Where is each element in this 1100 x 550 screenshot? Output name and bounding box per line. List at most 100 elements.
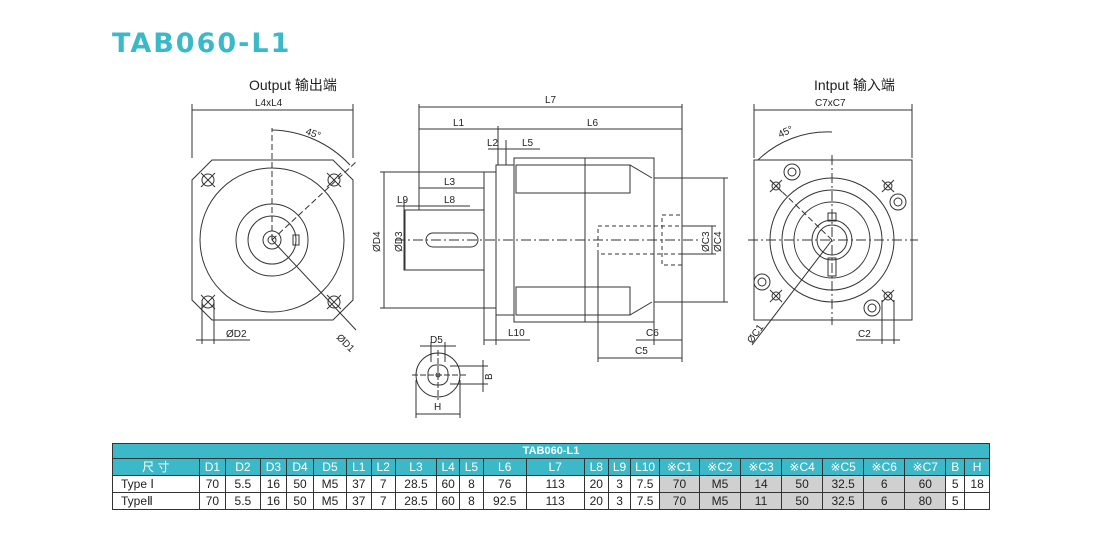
table-cell: 5	[945, 475, 966, 493]
table-cell: 3	[607, 492, 632, 510]
label-c4: ØC4	[713, 231, 724, 252]
label-c3: ØC3	[701, 231, 712, 252]
table-cell: 7.5	[630, 492, 660, 510]
table-cell: M5	[698, 492, 742, 510]
table-cell: 28.5	[394, 475, 437, 493]
output-view-label: Output 输出端	[249, 77, 337, 93]
body-lower-slot	[515, 286, 631, 316]
table-cell: 5.5	[225, 475, 261, 493]
table-header-cell: D3	[259, 458, 288, 476]
table-row-label: TypeⅡ	[112, 492, 200, 510]
table-header-cell: D4	[286, 458, 314, 476]
table-cell: 7	[370, 475, 396, 493]
table-header-cell: L2	[370, 458, 396, 476]
label-c6: C6	[646, 328, 659, 339]
input-view-label: Intput 输入端	[814, 77, 895, 93]
table-cell: 50	[781, 475, 824, 493]
dim-line-c1	[751, 239, 833, 346]
table-title-row: TAB060-L1	[112, 443, 990, 459]
label-angle-left: 45°	[304, 126, 322, 142]
table-header-cell: D2	[225, 458, 261, 476]
table-header-cell: L8	[583, 458, 609, 476]
angle-arc-left	[271, 129, 351, 166]
table-cell: 32.5	[822, 475, 865, 493]
angle-arc-right	[757, 131, 833, 161]
input-clamp-hole-r	[889, 193, 907, 211]
technical-drawing: L4xL4 45° ØD2 ØD1 L7 L1 L6 L2 L5 L3 L9 L…	[191, 95, 918, 418]
page-title: TAB060-L1	[112, 28, 292, 59]
label-l10: L10	[508, 328, 525, 339]
table-cell: M5	[312, 492, 348, 510]
input-mount-hole-tr	[881, 179, 895, 193]
label-l2: L2	[487, 138, 499, 149]
table-cell: 113	[525, 492, 585, 510]
table-cell: 3	[607, 475, 632, 493]
label-b: B	[484, 373, 495, 380]
label-d5: D5	[430, 335, 443, 346]
table-cell: 70	[198, 492, 227, 510]
output-mount-hole-tr	[326, 172, 342, 188]
table-cell: 70	[659, 475, 700, 493]
table-cell: 7.5	[630, 475, 660, 493]
label-d4: ØD4	[372, 231, 383, 252]
table-header-cell: L1	[346, 458, 372, 476]
table-cell: 60	[904, 475, 947, 493]
label-h: H	[434, 402, 441, 413]
table-header-cell: ※C4	[781, 458, 824, 476]
label-l4xl4: L4xL4	[255, 98, 283, 109]
body-upper-slot	[515, 164, 631, 194]
table-cell: 37	[346, 475, 372, 493]
input-end-view	[748, 104, 918, 346]
label-c5: C5	[635, 346, 648, 357]
table-cell: 14	[739, 475, 783, 493]
label-l3: L3	[444, 177, 456, 188]
table-header-cell: D5	[312, 458, 348, 476]
side-view	[380, 104, 728, 362]
table-header-cell: L7	[525, 458, 585, 476]
table-cell: 50	[781, 492, 824, 510]
table-header-cell: L4	[435, 458, 461, 476]
table-row-label: Type Ⅰ	[112, 475, 200, 493]
output-mount-hole-bl	[200, 294, 216, 310]
table-title: TAB060-L1	[112, 443, 990, 459]
input-clamp-hole-br	[863, 299, 881, 317]
label-l7: L7	[545, 95, 557, 106]
label-c2: C2	[858, 329, 871, 340]
output-mount-hole-br	[326, 294, 342, 310]
table-cell: 16	[259, 475, 288, 493]
table-header-cell: ※C5	[822, 458, 865, 476]
table-cell: 7	[370, 492, 396, 510]
table-cell: M5	[698, 475, 742, 493]
table-header-cell: L3	[394, 458, 437, 476]
table-cell: 16	[259, 492, 288, 510]
label-c1: ØC1	[745, 322, 766, 346]
table-header-cell: ※C6	[863, 458, 906, 476]
table-cell: 70	[659, 492, 700, 510]
table-cell: 20	[583, 492, 609, 510]
table-cell: 11	[739, 492, 783, 510]
input-clamp-hole-tl	[783, 163, 801, 181]
label-l9: L9	[397, 195, 409, 206]
table-header-cell: L9	[607, 458, 632, 476]
table-cell: 5.5	[225, 492, 261, 510]
table-header-cell: L6	[482, 458, 527, 476]
label-l8: L8	[444, 195, 456, 206]
output-end-view	[191, 104, 357, 344]
table-header-cell: ※C3	[739, 458, 783, 476]
label-c7xc7: C7xC7	[815, 98, 846, 109]
label-l6: L6	[587, 118, 599, 129]
label-d1: ØD1	[334, 332, 357, 355]
table-cell	[964, 492, 990, 510]
table-header-cell: ※C2	[698, 458, 742, 476]
input-mount-hole-bl	[769, 289, 783, 303]
table-cell: 76	[482, 475, 527, 493]
table-cell: 6	[863, 492, 906, 510]
table-header-cell: 尺 寸	[112, 458, 200, 476]
table-cell: 5	[945, 492, 966, 510]
table-cell: 8	[459, 475, 484, 493]
table-cell: 50	[286, 475, 314, 493]
